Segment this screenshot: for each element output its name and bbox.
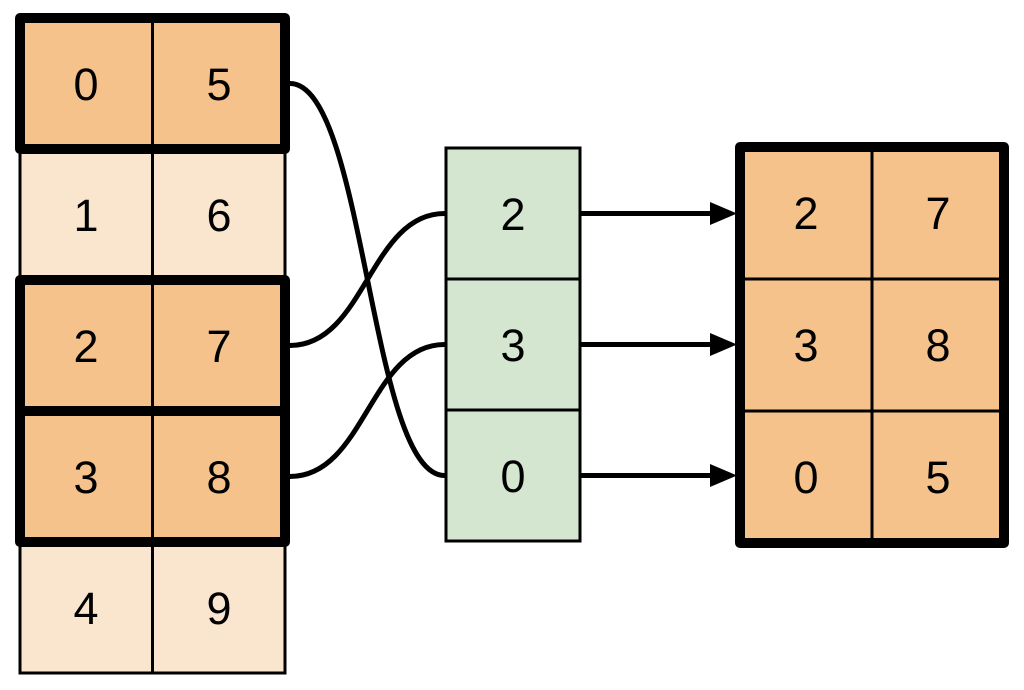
source-cell-value: 1 (73, 190, 98, 241)
index-cell-value: 3 (500, 320, 525, 371)
index-cell-value: 2 (500, 189, 525, 240)
source-cell-r4c1 (151, 540, 287, 675)
highlight-frame-row3 (15, 406, 290, 547)
arrow-head-1 (710, 333, 737, 356)
source-to-index-links (289, 81, 445, 479)
source-cell-value: 8 (206, 452, 231, 503)
result-array-table: 2 7 3 8 0 5 (735, 142, 1009, 548)
result-table-frame (735, 142, 1009, 548)
source-cell-value: 6 (206, 190, 231, 241)
index-cell-value: 0 (500, 451, 525, 502)
source-cell-r2c1 (151, 278, 287, 413)
source-array-table: 0 5 1 6 2 7 3 8 4 9 (15, 13, 290, 675)
source-cell-r1c1 (151, 147, 287, 282)
arrow-head-0 (710, 202, 737, 225)
arrow-head-2 (710, 464, 737, 487)
source-cell-r0c1 (151, 16, 287, 151)
source-cell-value: 4 (73, 583, 98, 634)
result-cell-value: 8 (925, 320, 950, 371)
result-cell-value: 7 (925, 188, 950, 239)
source-cell-value: 3 (73, 452, 98, 503)
result-cell-r2c0 (738, 409, 874, 545)
result-cell-value: 2 (793, 188, 818, 239)
index-array-column: 2 3 0 (444, 146, 582, 543)
result-cell-r2c1 (870, 409, 1006, 545)
index-cell-0 (444, 146, 582, 281)
source-cell-value: 7 (206, 321, 231, 372)
source-cell-r0c0 (18, 16, 154, 151)
source-cell-value: 2 (73, 321, 98, 372)
index-cell-1 (444, 277, 582, 412)
result-cell-value: 5 (925, 452, 950, 503)
result-cell-value: 3 (793, 320, 818, 371)
curve-link-row2-to-index2 (289, 211, 445, 348)
index-to-result-arrows (581, 202, 737, 487)
index-cell-2 (444, 408, 582, 543)
source-cell-value: 0 (73, 59, 98, 110)
result-cell-value: 0 (793, 452, 818, 503)
curve-link-row3-to-index3 (289, 342, 445, 479)
source-cell-r3c1 (151, 409, 287, 544)
highlight-frame-row0 (15, 13, 290, 154)
source-cell-value: 5 (206, 59, 231, 110)
source-cell-value: 9 (206, 583, 231, 634)
source-cell-r4c0 (18, 540, 154, 675)
